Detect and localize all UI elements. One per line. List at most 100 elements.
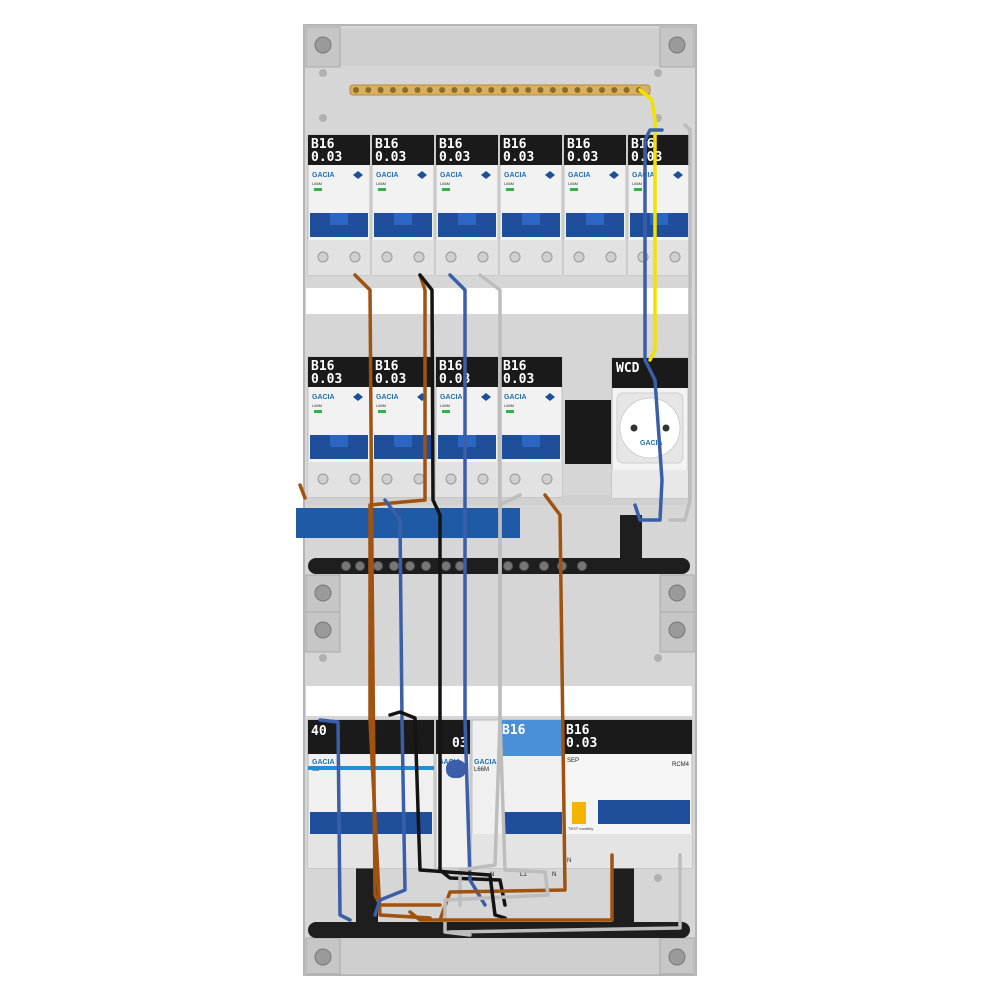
rcd-terminal: N [567,858,571,864]
terminal-screw[interactable] [503,561,513,571]
mcb-lever[interactable] [394,213,412,225]
mcb-sensitivity: 0.03 [375,150,406,165]
status-indicator [634,188,642,191]
neutral-bar-screws [341,561,587,571]
mcb-lever[interactable] [522,213,540,225]
terminal-screw[interactable] [509,473,521,485]
terminal-screw[interactable] [509,251,521,263]
main-switch-brand: GACIA [312,759,335,766]
busbar-pin [537,87,544,93]
terminal-screw[interactable] [455,561,465,571]
mcb-terminal-block [308,462,370,497]
mcb-model: L66M [504,181,514,186]
rcd-4pole[interactable]: B16 0.03 SEP RCM4 TEST monthly N [563,719,693,869]
mcb-terminal-block [372,240,434,275]
terminal-screw[interactable] [519,561,529,571]
status-indicator [506,410,514,413]
terminal-screw[interactable] [539,561,549,571]
terminal-screw[interactable] [405,561,415,571]
terminal-screw[interactable] [349,251,361,263]
mcb-model: L66M [440,403,450,408]
terminal-screw[interactable] [441,561,451,571]
mcb-rating: B16 [567,137,591,152]
mcb-label-plate [500,135,562,165]
terminal-screw[interactable] [477,251,489,263]
mcb-brand: GACIA [504,172,527,179]
terminal-screw[interactable] [605,251,617,263]
mcb-lever[interactable] [458,435,476,447]
mcb-label-plate [372,135,434,165]
terminal-screw[interactable] [541,251,553,263]
brand-logo-icon [481,171,491,179]
terminal-screw[interactable] [477,473,489,485]
wire-blue-socket [633,128,664,522]
busbar-pin [500,87,507,93]
terminal-screw[interactable] [389,561,399,571]
terminal-screw[interactable] [355,561,365,571]
mcb-lever[interactable] [330,435,348,447]
status-indicator [442,410,450,413]
wire-black-main [388,710,507,920]
busbar-pin [353,87,359,93]
terminal-screw[interactable] [577,561,587,571]
wire-blue-1 [448,273,487,907]
terminal-screw[interactable] [317,473,329,485]
terminal-screw[interactable] [413,473,425,485]
mcb-label-plate [436,135,498,165]
rcd-test-button[interactable] [572,802,586,824]
terminal-screw[interactable] [373,561,383,571]
brand-logo-icon [353,171,363,179]
mcb-lever[interactable] [394,435,412,447]
brand-logo-icon [545,171,555,179]
mcb-lever[interactable] [522,435,540,447]
brand-logo-icon [417,171,427,179]
busbar-pin [402,87,409,93]
status-indicator [378,410,386,413]
mcb-lever[interactable] [650,213,668,225]
terminal-screw[interactable] [421,561,431,571]
wire-brown-2 [368,273,432,920]
mcb-lever[interactable] [586,213,604,225]
terminal-screw[interactable] [349,473,361,485]
mcb-terminal-block [436,462,498,497]
socket-module[interactable]: WCD GACIA [611,357,689,499]
mcb-brand: GACIA [376,394,399,401]
mcb-sensitivity: 0.03 [311,150,342,165]
terminal-screw[interactable] [317,251,329,263]
terminal-screw[interactable] [381,251,393,263]
brand-logo-icon [545,393,555,401]
mcb-sensitivity: 0.03 [375,372,406,387]
mcb-rating: B16 [631,137,655,152]
terminal-screw[interactable] [413,251,425,263]
terminal-screw[interactable] [445,251,457,263]
busbar-pin [611,87,618,93]
terminal-screw[interactable] [573,251,585,263]
mcb-lever[interactable] [458,213,476,225]
rcbo[interactable]: B16 GACIA L66M N N L1 N [458,719,565,878]
terminal-screw[interactable] [541,473,553,485]
mcb-brand: GACIA [440,394,463,401]
mcb-lever[interactable] [330,213,348,225]
terminal-screw[interactable] [341,561,351,571]
terminal-screw[interactable] [445,473,457,485]
busbar-pin [426,87,433,93]
wire-yellow [638,88,657,362]
mcb-label-plate [564,135,626,165]
terminal-screw[interactable] [669,251,681,263]
terminal-screw[interactable] [381,473,393,485]
wire-blue-main [318,718,352,922]
busbar-comb [349,84,651,96]
mcb-model: L66M [632,181,642,186]
busbar-pin [623,87,630,93]
brand-logo-icon [481,393,491,401]
